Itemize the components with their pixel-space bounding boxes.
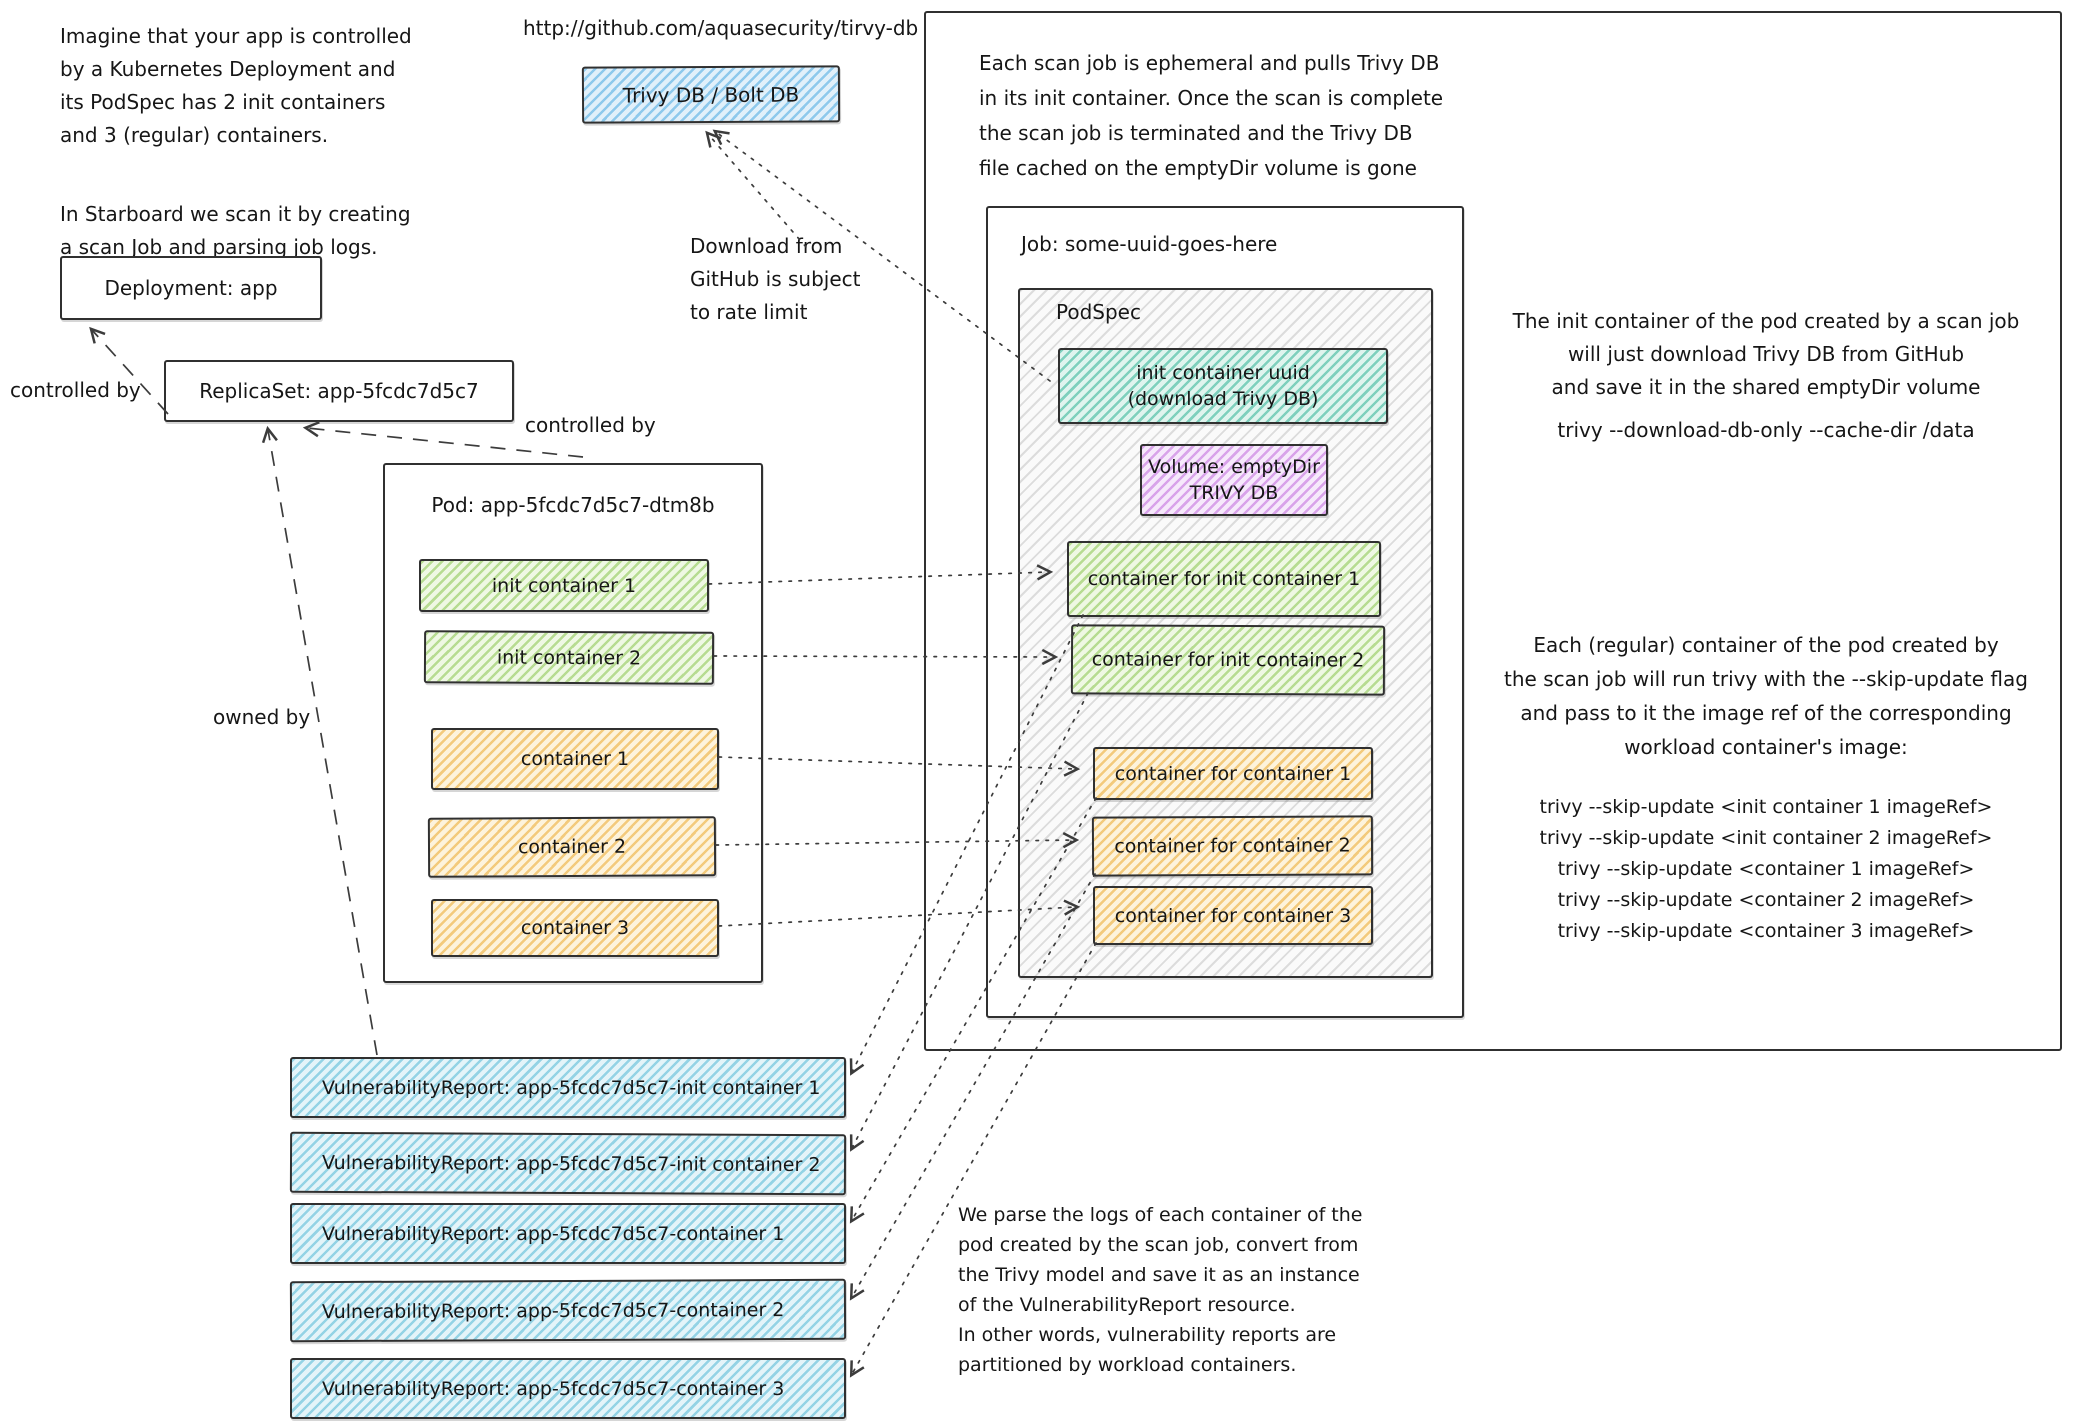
intro-note-1: Imagine that your app is controlled by a… bbox=[60, 24, 412, 147]
trivy-command: trivy --skip-update <init container 2 im… bbox=[1539, 827, 1993, 849]
github-url-label: http://github.com/aquasecurity/tirvy-db bbox=[523, 16, 919, 40]
job-container-for-container-2: container for container 2 bbox=[1091, 815, 1374, 877]
scan-job-note: Each scan job is ephemeral and pulls Tri… bbox=[979, 51, 1444, 180]
pod-container-1: container 1 bbox=[431, 728, 719, 790]
deployment-node: Deployment: app bbox=[60, 256, 322, 320]
owned-by-label: owned by bbox=[213, 705, 311, 729]
scan-job-title: Job: some-uuid-goes-here bbox=[1021, 232, 1278, 256]
pod-node: Pod: app-5fcdc7d5c7-dtm8b init container… bbox=[383, 463, 763, 983]
trivy-command: trivy --skip-update <container 2 imageRe… bbox=[1557, 889, 1975, 911]
trivy-db-node: Trivy DB / Bolt DB bbox=[581, 65, 841, 124]
vulnerability-report-4: VulnerabilityReport: app-5fcdc7d5c7-cont… bbox=[289, 1278, 847, 1343]
job-container-for-init-2: container for init container 2 bbox=[1070, 624, 1386, 696]
trivy-command: trivy --skip-update <init container 1 im… bbox=[1539, 796, 1993, 818]
pod-title: Pod: app-5fcdc7d5c7-dtm8b bbox=[431, 493, 715, 517]
emptydir-volume-node: Volume: emptyDir TRIVY DB bbox=[1140, 444, 1328, 516]
replicaset-node: ReplicaSet: app-5fcdc7d5c7 bbox=[164, 360, 514, 422]
scan-job-node: Job: some-uuid-goes-here PodSpec init co… bbox=[986, 206, 1464, 1018]
job-container-for-container-3: container for container 3 bbox=[1093, 886, 1373, 945]
intro-note-2: In Starboard we scan it by creating a sc… bbox=[60, 202, 411, 259]
trivy-command-list: trivy --skip-update <init container 1 im… bbox=[1470, 792, 2062, 947]
pod-init-container-2: init container 2 bbox=[423, 630, 715, 685]
pod-container-3: container 3 bbox=[431, 899, 719, 957]
pod-init-container-1: init container 1 bbox=[419, 559, 709, 612]
controlled-by-label-replicaset: controlled by bbox=[525, 413, 656, 437]
init-container-note: The init container of the pod created by… bbox=[1512, 309, 2020, 399]
regular-container-note: Each (regular) container of the pod crea… bbox=[1504, 633, 2028, 759]
trivy-command: trivy --skip-update <container 1 imageRe… bbox=[1557, 858, 1975, 880]
podspec-label: PodSpec bbox=[1056, 300, 1141, 324]
vulnerability-report-5: VulnerabilityReport: app-5fcdc7d5c7-cont… bbox=[290, 1358, 846, 1419]
podspec-group: PodSpec init container uuid (download Tr… bbox=[1018, 288, 1433, 978]
vulnerability-report-3: VulnerabilityReport: app-5fcdc7d5c7-cont… bbox=[290, 1203, 846, 1264]
vulnerability-report-2: VulnerabilityReport: app-5fcdc7d5c7-init… bbox=[289, 1131, 847, 1196]
arrow-owned-by bbox=[261, 425, 378, 1056]
vulnerability-report-1: VulnerabilityReport: app-5fcdc7d5c7-init… bbox=[290, 1057, 846, 1118]
pod-container-2: container 2 bbox=[427, 816, 717, 878]
job-container-for-init-1: container for init container 1 bbox=[1067, 541, 1381, 617]
job-init-container-uuid: init container uuid (download Trivy DB) bbox=[1058, 348, 1388, 424]
parse-logs-note: We parse the logs of each container of t… bbox=[958, 1204, 1363, 1376]
controlled-by-label-deployment: controlled by bbox=[10, 378, 141, 402]
trivy-command: trivy --skip-update <container 3 imageRe… bbox=[1557, 920, 1975, 942]
job-container-for-container-1: container for container 1 bbox=[1093, 747, 1373, 800]
download-rate-limit-note: Download from GitHub is subject to rate … bbox=[690, 234, 861, 324]
init-container-command: trivy --download-db-only --cache-dir /da… bbox=[1557, 418, 1975, 442]
